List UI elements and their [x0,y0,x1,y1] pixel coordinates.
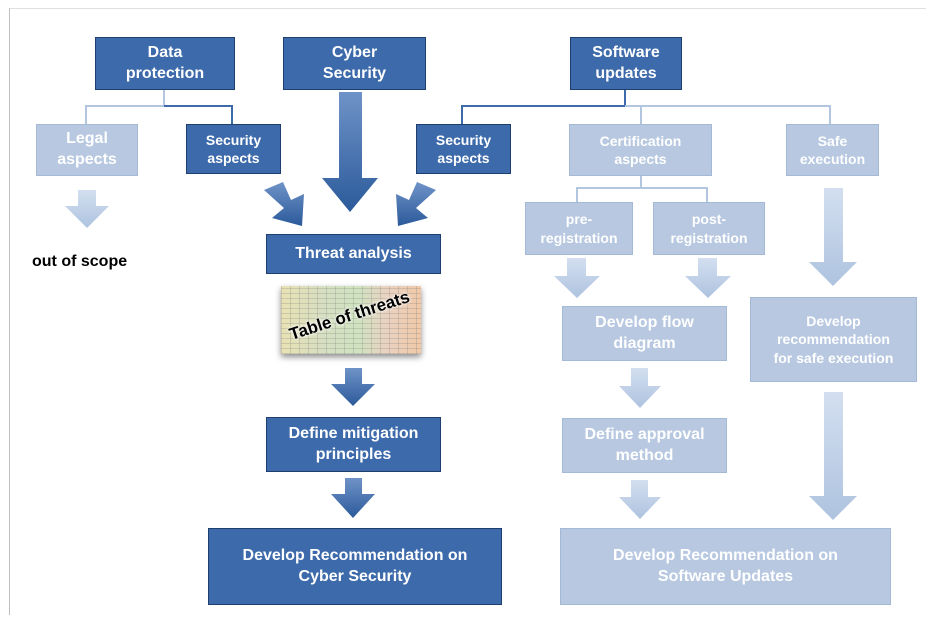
arrow-pre-down [554,258,600,298]
spreadsheet-grid [281,286,421,354]
arrow-security-right-diag [396,182,436,226]
arrow-cyber-down [322,92,378,212]
threat-analysis-box: Threat analysis [266,234,441,274]
define-approval-box: Define approval method [562,418,727,473]
tree-connector-software-updates [461,90,831,124]
legal-aspects-box: Legal aspects [36,124,138,176]
develop-software-box: Develop Recommendation on Software Updat… [560,528,891,605]
post-registration-box: post- registration [653,202,765,255]
develop-flow-box: Develop flow diagram [562,306,727,361]
arrow-safe-down [809,188,857,286]
cyber-security-box: Cyber Security [283,37,426,90]
arrow-flow-down [619,368,661,408]
develop-cyber-box: Develop Recommendation on Cyber Security [208,528,502,605]
diagram-frame [9,8,926,615]
pre-registration-box: pre- registration [525,202,633,255]
define-mitigation-box: Define mitigation principles [266,417,441,472]
arrow-security-left-diag [264,182,304,226]
tree-connector-certification [576,176,708,202]
tree-connector-data-protection [85,90,233,124]
arrow-safe-rec-down [809,392,857,520]
software-updates-box: Software updates [570,37,682,90]
table-of-threats-image: Table of threats [281,286,421,354]
certification-aspects-box: Certification aspects [569,124,712,176]
develop-safe-box: Develop recommendation for safe executio… [750,297,917,382]
security-aspects-left-box: Security aspects [186,124,281,174]
security-aspects-right-box: Security aspects [416,124,511,174]
arrow-table-to-mitigation [331,368,375,406]
arrow-mitigation-to-develop [331,478,375,518]
data-protection-box: Data protection [95,37,235,90]
out-of-scope-label: out of scope [32,253,128,270]
arrow-approval-down [619,480,661,519]
safe-execution-box: Safe execution [786,124,879,176]
arrow-post-down [685,258,731,298]
arrow-legal-down [65,190,109,228]
